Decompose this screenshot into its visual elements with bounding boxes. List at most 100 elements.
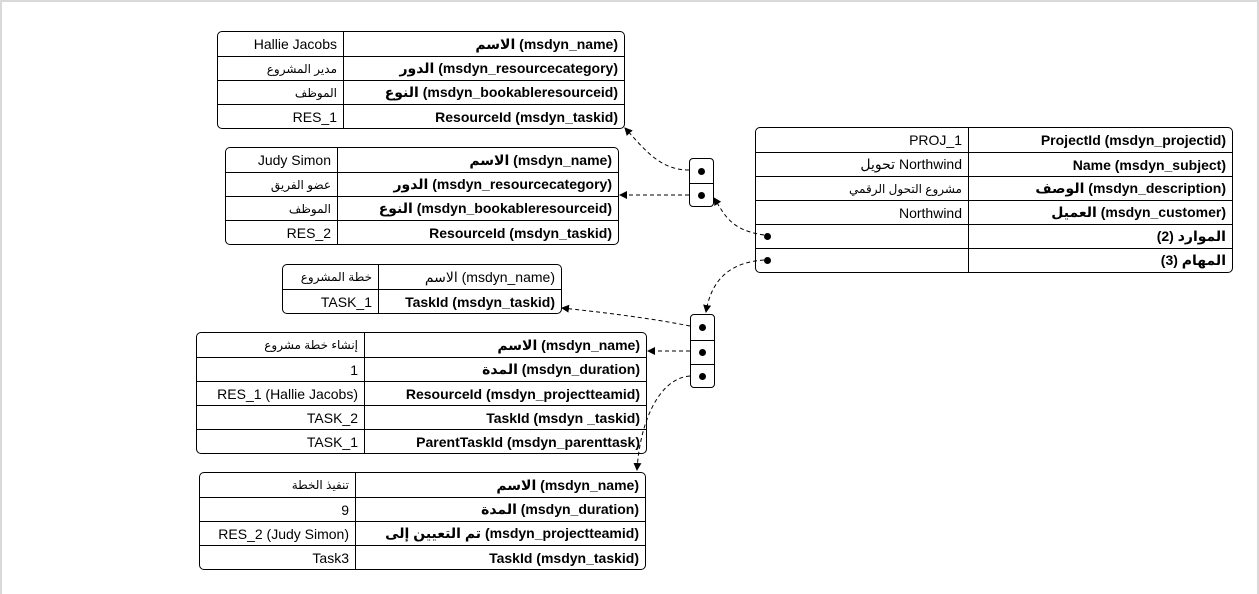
field-label: الاسم (msdyn_name): [497, 336, 640, 353]
field-value: الموظف: [218, 81, 344, 104]
link-task-slot1-to-task1: [561, 304, 691, 327]
resource-2-table[interactable]: Judy Simon الاسم (msdyn_name) عضو الفريق…: [225, 147, 619, 245]
connector-dot-icon: [764, 257, 771, 264]
field-label: TaskId (msdyn_taskid): [489, 549, 639, 566]
link-resource-slot1-to-resource1: [624, 127, 690, 171]
field-label: الدور (msdyn_resourcecategory): [393, 176, 612, 192]
connector-dot-icon: [698, 192, 705, 199]
table-row: مشروع التحول الرقمي الوصف (msdyn_descrip…: [756, 176, 1232, 200]
resources-collection-box[interactable]: [689, 158, 714, 207]
field-value: تنفيذ الخطة: [200, 473, 356, 497]
tasks-label: المهام (3): [1160, 252, 1226, 268]
field-value: TASK_2: [197, 406, 365, 429]
field-label: ParentTaskId (msdyn_parenttask): [416, 433, 640, 450]
table-row: 9 المدة (msdyn_duration): [200, 497, 645, 521]
field-label: الدور (msdyn_resourcecategory): [399, 60, 618, 76]
field-label: Name (msdyn_subject): [1072, 156, 1226, 173]
field-value: 9: [200, 498, 356, 521]
table-row: إنشاء خطة مشروع الاسم (msdyn_name): [197, 333, 646, 357]
table-row: TASK_1 TaskId (msdyn_taskid): [283, 289, 561, 313]
field-label: TaskId (msdyn_taskid): [405, 293, 555, 310]
field-label: المدة (msdyn_duration): [481, 501, 639, 517]
field-value: خطة المشروع: [283, 265, 379, 289]
table-row: TASK_2 TaskId (msdyn _taskid): [197, 405, 646, 429]
field-value: TASK_1: [197, 430, 365, 453]
table-row: الموظف النوع (msdyn_bookableresourceid): [226, 196, 618, 220]
resources-label: الموارد (2): [1156, 228, 1226, 244]
connector-dot-icon: [764, 233, 771, 240]
field-value: Judy Simon: [226, 148, 338, 172]
field-value: عضو الفريق: [226, 173, 338, 196]
table-row: الموظف النوع (msdyn_bookableresourceid): [218, 80, 624, 104]
table-row: RES_1 ResourceId (msdyn_taskid): [218, 104, 624, 128]
table-row: RES_1 (Hallie Jacobs) ResourceId (msdyn_…: [197, 381, 646, 405]
collection-slot: [690, 159, 713, 183]
field-label: الاسم (msdyn_name): [475, 35, 618, 52]
project-table[interactable]: PROJ_1 ProjectId (msdyn_projectid) تحويل…: [755, 127, 1233, 273]
task-3-table[interactable]: تنفيذ الخطة الاسم (msdyn_name) 9 المدة (…: [199, 472, 646, 570]
field-value: مشروع التحول الرقمي: [756, 177, 969, 200]
resource-1-table[interactable]: Hallie Jacobs الاسم (msdyn_name) مدير ال…: [217, 31, 625, 129]
field-label: ResourceId (msdyn_taskid): [429, 224, 612, 241]
field-value: TASK_1: [283, 290, 379, 313]
field-label: الاسم (msdyn_name): [496, 476, 639, 493]
window-top-border: [0, 0, 1259, 2]
table-row: RES_2 (Judy Simon) تم التعيين إلى (msdyn…: [200, 521, 645, 545]
tasks-collection-box[interactable]: [690, 314, 715, 388]
field-value: إنشاء خطة مشروع: [197, 333, 365, 357]
table-row: Judy Simon الاسم (msdyn_name): [226, 148, 618, 172]
table-row: PROJ_1 ProjectId (msdyn_projectid): [756, 128, 1232, 152]
field-value: RES_2: [226, 221, 338, 244]
field-value: مدير المشروع: [218, 57, 344, 80]
field-value: Hallie Jacobs: [218, 32, 344, 56]
field-value: تحويل Northwind: [756, 153, 969, 176]
field-label: المدة (msdyn_duration): [482, 361, 640, 377]
table-row: مدير المشروع الدور (msdyn_resourcecatego…: [218, 56, 624, 80]
table-row: تحويل Northwind Name (msdyn_subject): [756, 152, 1232, 176]
connector-dot-icon: [699, 349, 706, 356]
table-row: عضو الفريق الدور (msdyn_resourcecategory…: [226, 172, 618, 196]
field-label: تم التعيين إلى (msdyn_projectteamid): [385, 525, 639, 541]
table-row: TASK_1 ParentTaskId (msdyn_parenttask): [197, 429, 646, 453]
tasks-row[interactable]: المهام (3): [756, 248, 1232, 272]
table-row: RES_2 ResourceId (msdyn_taskid): [226, 220, 618, 244]
window-right-border: [1257, 0, 1259, 594]
tasks-connector-cell: [756, 249, 969, 272]
resources-connector-cell: [756, 225, 969, 248]
task-1-table[interactable]: خطة المشروع الاسم (msdyn_name) TASK_1 Ta…: [282, 264, 562, 314]
table-row: 1 المدة (msdyn_duration): [197, 357, 646, 381]
collection-slot: [690, 183, 713, 207]
field-value: RES_1: [218, 105, 344, 128]
field-label: الوصف (msdyn_description): [1035, 180, 1226, 196]
resources-row[interactable]: الموارد (2): [756, 224, 1232, 248]
field-label: النوع (msdyn_bookableresourceid): [378, 200, 612, 216]
collection-slot: [691, 364, 714, 388]
field-label: العميل (msdyn_customer): [1051, 204, 1226, 220]
field-value: 1: [197, 358, 365, 381]
table-row: Task3 TaskId (msdyn_taskid): [200, 545, 645, 569]
field-label: TaskId (msdyn _taskid): [486, 409, 640, 426]
collection-slot: [691, 340, 714, 364]
field-label: النوع (msdyn_bookableresourceid): [384, 84, 618, 100]
field-value: Northwind: [756, 201, 969, 224]
field-label: ResourceId (msdyn_taskid): [435, 108, 618, 125]
field-value: Task3: [200, 546, 356, 569]
field-label: الاسم (msdyn_name): [469, 151, 612, 168]
field-value: RES_1 (Hallie Jacobs): [197, 382, 365, 405]
field-label: الاسم (msdyn_name): [424, 268, 555, 285]
table-row: خطة المشروع الاسم (msdyn_name): [283, 265, 561, 289]
field-label: ResourceId (msdyn_projectteamid): [405, 385, 640, 402]
table-row: Northwind العميل (msdyn_customer): [756, 200, 1232, 224]
connector-dot-icon: [699, 373, 706, 380]
connector-dot-icon: [698, 167, 705, 175]
task-2-table[interactable]: إنشاء خطة مشروع الاسم (msdyn_name) 1 الم…: [196, 332, 647, 454]
window-left-border: [0, 0, 2, 594]
field-value: PROJ_1: [756, 128, 969, 152]
field-value: الموظف: [226, 197, 338, 220]
table-row: تنفيذ الخطة الاسم (msdyn_name): [200, 473, 645, 497]
table-row: Hallie Jacobs الاسم (msdyn_name): [218, 32, 624, 56]
field-value: RES_2 (Judy Simon): [200, 522, 356, 545]
collection-slot: [691, 315, 714, 340]
field-label: ProjectId (msdyn_projectid): [1040, 132, 1226, 148]
connector-dot-icon: [699, 324, 706, 331]
